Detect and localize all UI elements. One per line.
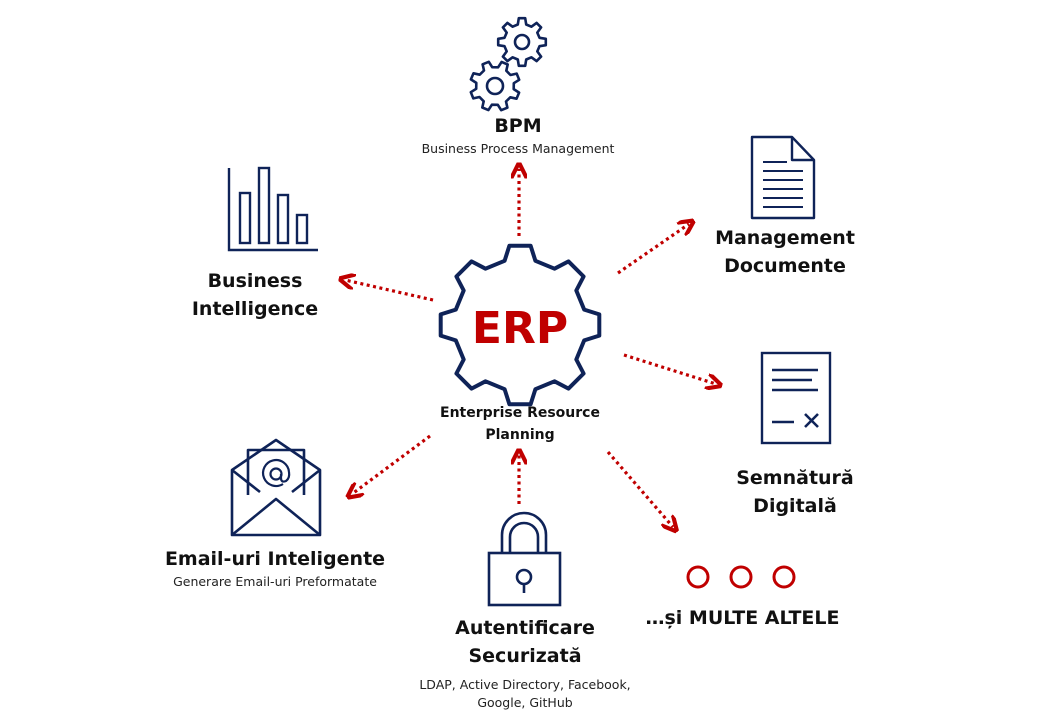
bpm-title: BPM bbox=[494, 115, 542, 137]
bi-title-line2: Intelligence bbox=[191, 298, 319, 320]
gears-icon bbox=[469, 16, 548, 112]
bpm-subtitle: Business Process Management bbox=[421, 141, 615, 156]
dots-icon bbox=[686, 565, 796, 589]
email-node: Email-uri Inteligente Generare Email-uri… bbox=[150, 545, 400, 591]
docs-title-line1: Management bbox=[715, 227, 855, 249]
bpm-node: BPM Business Process Management bbox=[398, 112, 638, 158]
docs-title-line2: Documente bbox=[724, 255, 846, 277]
arrow-to-bi bbox=[345, 280, 434, 302]
arrow-to-docs bbox=[617, 224, 689, 275]
auth-subtitle-line2: Google, GitHub bbox=[477, 695, 573, 710]
auth-subtitle-line1: LDAP, Active Directory, Facebook, bbox=[419, 677, 631, 692]
more-node: …și MULTE ALTELE bbox=[630, 604, 855, 632]
padlock-icon bbox=[487, 511, 562, 607]
auth-title-line1: Autentificare bbox=[455, 617, 595, 639]
auth-title-line2: Securizată bbox=[468, 645, 582, 667]
erp-caption: Enterprise Resource Planning bbox=[420, 402, 620, 446]
connector-arrows bbox=[345, 169, 716, 527]
erp-caption-line2: Planning bbox=[485, 427, 555, 443]
sign-title-line1: Semnătură bbox=[736, 467, 854, 489]
sign-title-line2: Digitală bbox=[753, 495, 837, 517]
arrow-to-email bbox=[352, 434, 431, 494]
email-subtitle: Generare Email-uri Preformatate bbox=[173, 574, 377, 589]
erp-gear-icon bbox=[438, 243, 602, 407]
sign-node: Semnătură Digitală bbox=[715, 464, 875, 520]
erp-caption-line1: Enterprise Resource bbox=[440, 405, 600, 421]
email-title: Email-uri Inteligente bbox=[164, 548, 386, 570]
bar-chart-icon bbox=[227, 166, 318, 252]
arrow-to-more bbox=[606, 450, 673, 527]
document-icon bbox=[750, 135, 816, 220]
email-envelope-icon bbox=[230, 438, 322, 537]
bi-title-line1: Business bbox=[207, 270, 303, 292]
more-title: …și MULTE ALTELE bbox=[645, 607, 840, 629]
signature-document-icon bbox=[760, 351, 832, 445]
erp-acronym: ERP bbox=[472, 303, 568, 354]
auth-node: Autentificare Securizată LDAP, Active Di… bbox=[405, 614, 645, 712]
arrow-to-sign bbox=[623, 353, 716, 384]
bi-node: Business Intelligence bbox=[180, 267, 330, 323]
docs-node: Management Documente bbox=[700, 224, 870, 280]
